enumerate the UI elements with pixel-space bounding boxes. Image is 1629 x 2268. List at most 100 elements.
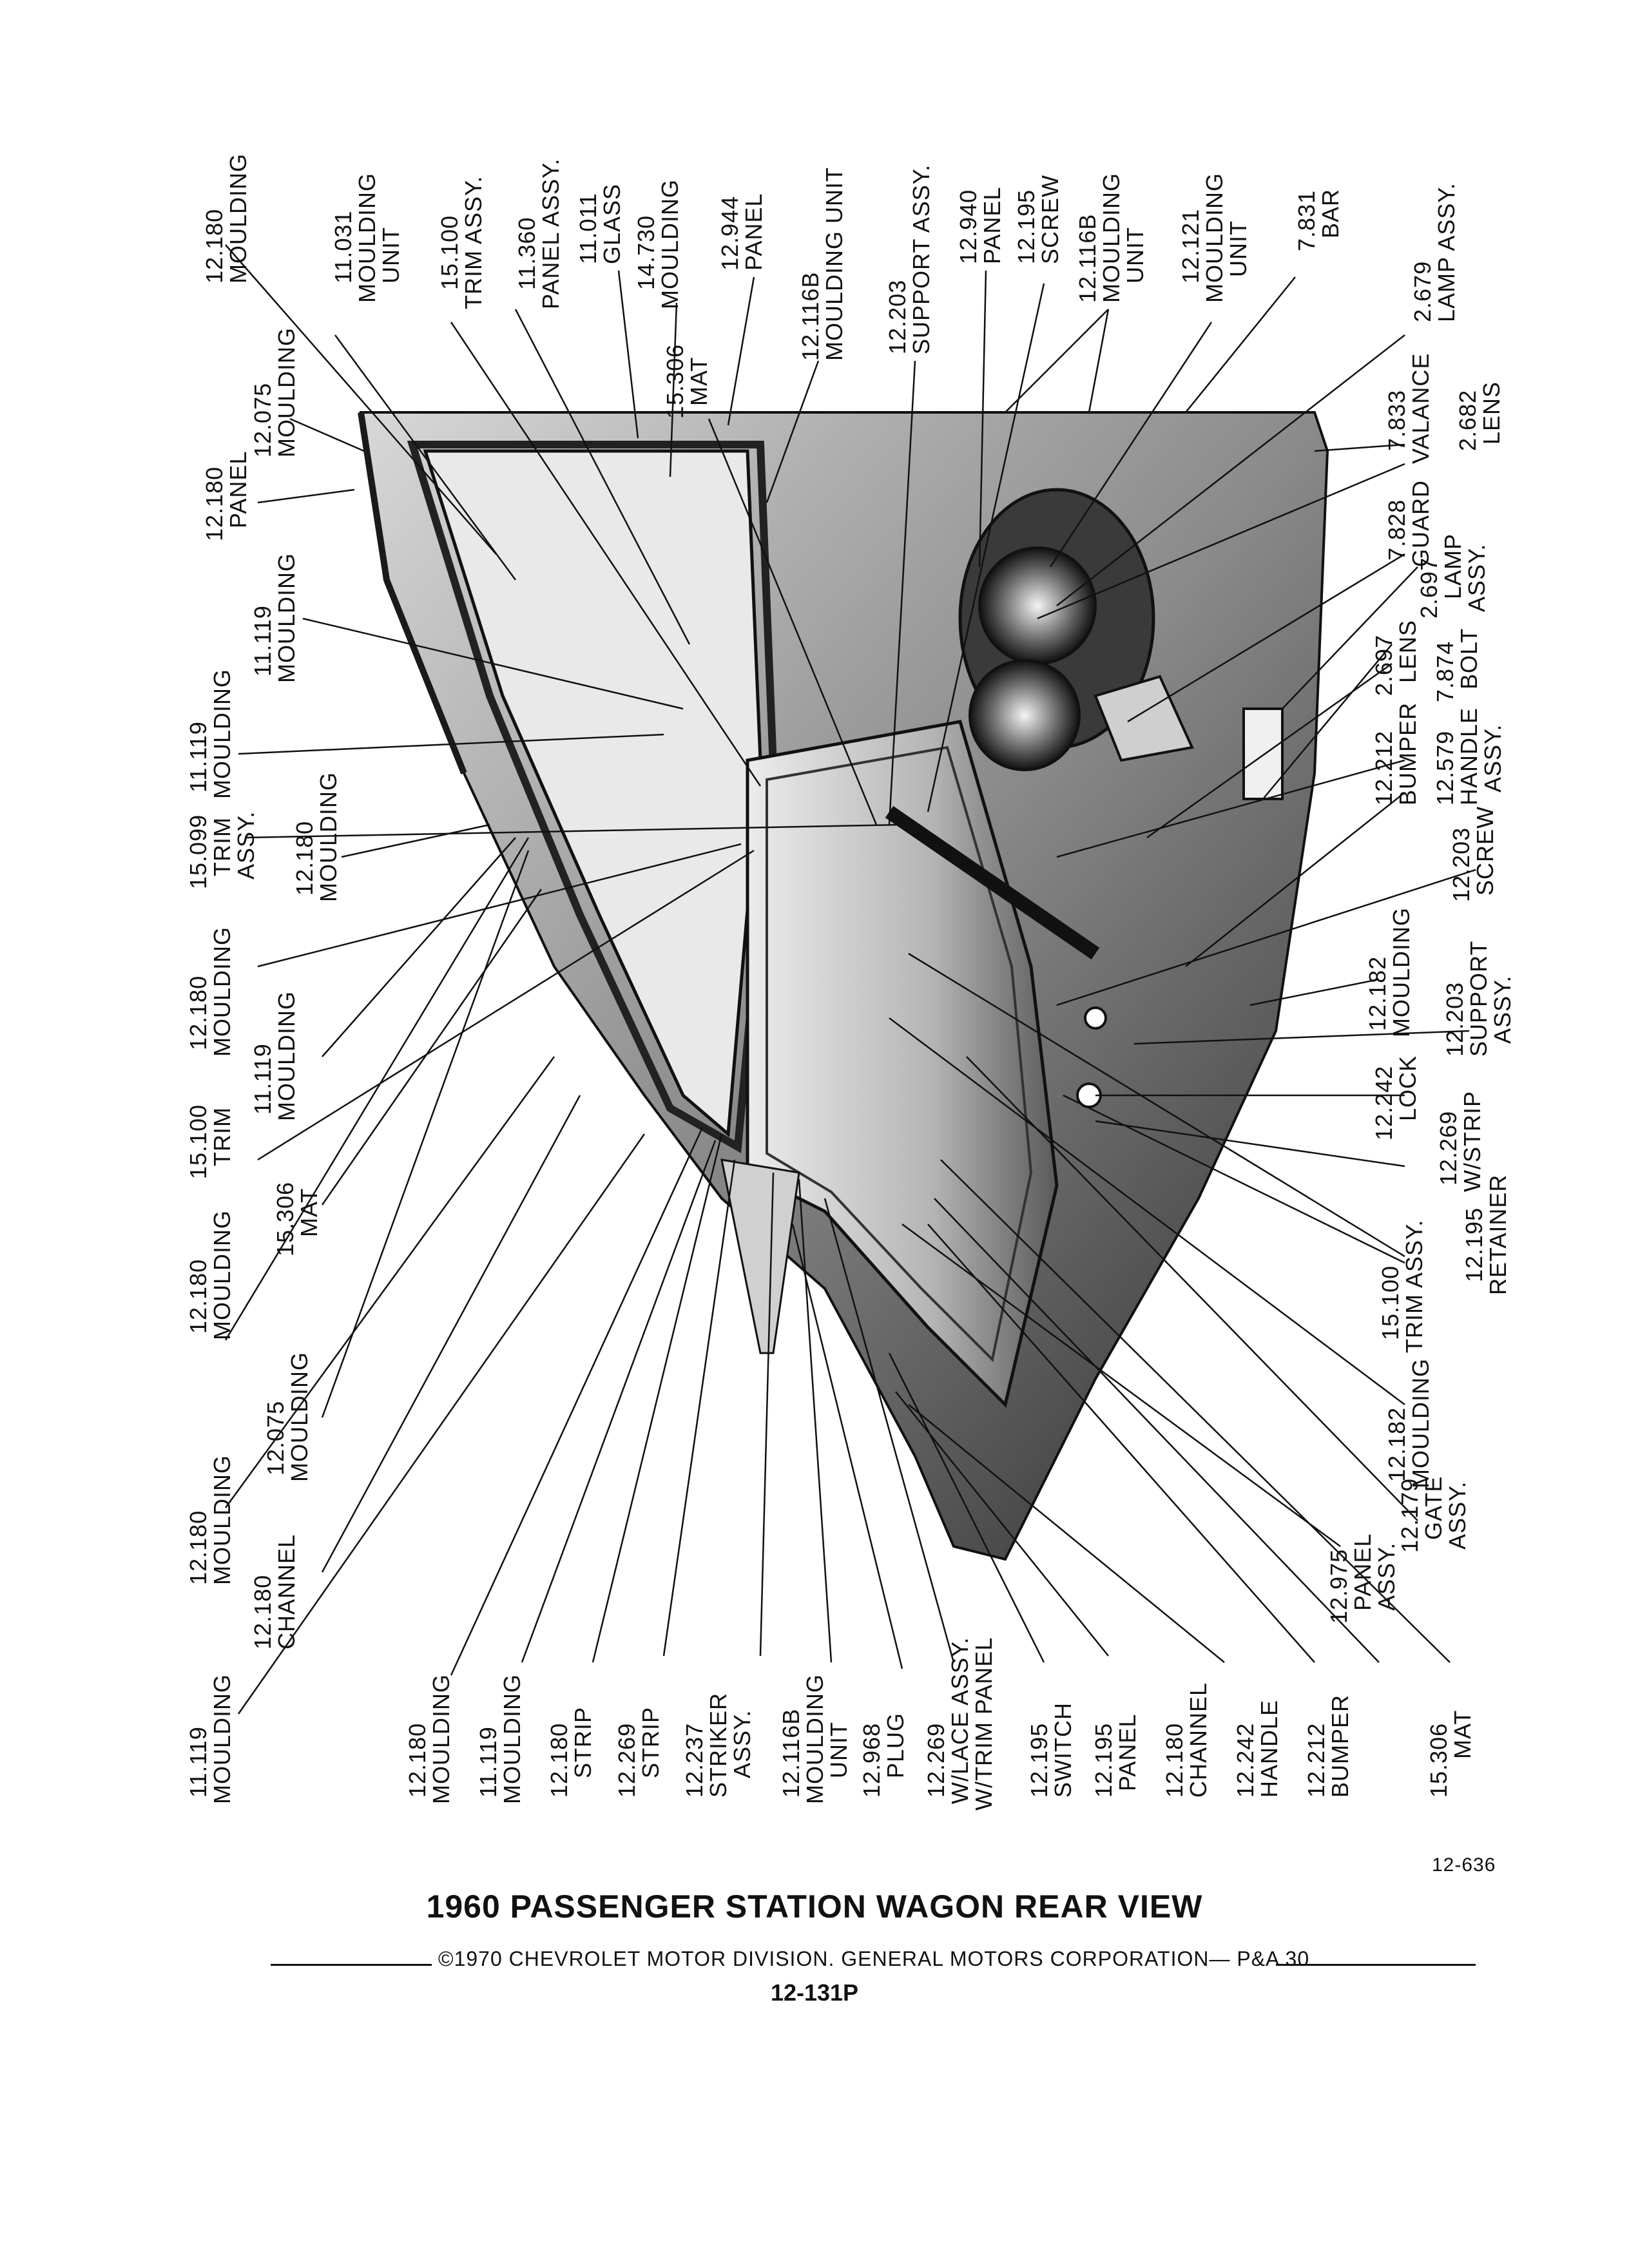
callout-c51-line1: 11.119 [475,1726,501,1798]
callout-c10-line2: SUPPORT ASSY. [908,164,934,354]
callout-c13-line3: UNIT [1122,227,1148,284]
callout-c20-line1: 2.682 [1454,390,1481,451]
callout-c2-line1: 11.031 [330,211,356,284]
callout-c32-line2: MOULDING [209,927,235,1057]
callout-c16-line1: 2.679 [1409,261,1436,322]
callout-c4-line2: PANEL ASSY. [537,159,564,309]
callout-c24-line1: 2.697 [1371,635,1397,696]
callout-c23-line2: LAMP [1440,533,1466,599]
callout-c27-line2: TRIM [209,817,235,876]
callout-c61-line1: 12.242 [1232,1723,1258,1798]
callout-c52-line1: 12.180 [546,1723,572,1798]
callout-c3-line2: TRIM ASSY. [460,176,487,309]
roof-edge [358,412,467,774]
latch-bolt [1084,1006,1107,1030]
callout-c17-line2: MOULDING [273,327,300,457]
copyright-line: ©1970 CHEVROLET MOTOR DIVISION. GENERAL … [271,1947,1508,1973]
callout-c55-line3: UNIT [825,1722,852,1778]
tail-lamp-lens-lower [969,659,1081,771]
callout-c31-line1: 12.203 [1448,827,1474,902]
callout-c21-line1: 7.828 [1383,499,1410,561]
callout-c22-line1: 11.119 [249,605,276,677]
callout-c18-line1: 12.180 [201,466,227,541]
callout-c13-line2: MOULDING [1098,173,1124,303]
callout-c48-line3: ASSY. [1373,1542,1400,1611]
callout-c35-line1: 12.203 [1441,982,1468,1057]
callout-c52-line2: STRIP [570,1707,596,1778]
callout-c63-line1: 15.306 [1425,1723,1452,1798]
callout-c51-line2: MOULDING [499,1674,525,1804]
callout-c30-line2: HANDLE [1456,707,1482,805]
callout-c41-line2: TRIM ASSY. [1401,1220,1427,1353]
callout-c29-line1: 12.212 [1371,731,1397,805]
callout-c49-line1: 11.119 [185,1726,211,1798]
callout-c46-line2: CHANNEL [273,1534,300,1649]
callout-c59-line2: PANEL [1114,1714,1141,1791]
window-frame-moulding [407,441,778,1153]
callout-c41-line1: 15.100 [1377,1265,1403,1340]
reference-code: 12-636 [1432,1854,1496,1876]
callout-c54-line2: STRIKER [705,1693,731,1798]
callout-c63-line2: MAT [1449,1710,1476,1759]
callout-c58-line2: SWITCH [1050,1702,1076,1798]
callout-c36-line1: 15.100 [185,1104,211,1179]
callout-c1-line2: MOULDING [225,153,251,284]
callout-c15-line2: BAR [1317,189,1344,238]
callout-c8-line2: PANEL [740,193,767,271]
callout-c3-line1: 15.100 [436,215,463,290]
side-lamp [1242,707,1284,800]
callout-c13-line1: 12.116B [1074,214,1101,303]
callout-c35-line3: ASSY. [1489,975,1516,1044]
callout-c1-line1: 12.180 [201,209,227,284]
callout-c55-line2: MOULDING [802,1674,828,1804]
callout-c27-line1: 15.099 [185,814,211,889]
callout-c2-line2: MOULDING [354,173,380,303]
callout-c19-line1: 7.833 [1383,390,1410,451]
callout-c56-line1: 12.968 [858,1723,885,1798]
callout-c7-line1: 15.306 [662,344,688,419]
callout-c44-line2: MOULDING [209,1455,235,1585]
callout-c6-line1: 14.730 [633,215,659,290]
callout-c34-line1: 12.182 [1364,956,1391,1031]
callout-c38-line2: W/STRIP [1459,1091,1485,1192]
callout-c28-line1: 12.180 [291,821,318,896]
callout-c22-line2: MOULDING [273,553,300,683]
callout-c10-line1: 12.203 [884,280,911,354]
callout-c48-line2: PANEL [1349,1533,1376,1611]
callout-c38-line1: 12.269 [1435,1111,1461,1186]
tail-lamp-housing [958,488,1155,771]
callout-c33-line1: 11.119 [249,1043,276,1115]
callout-c31-line2: SCREW [1472,806,1498,896]
callout-c32-line1: 12.180 [185,975,211,1050]
callout-c19-line2: VALANCE [1407,353,1434,464]
callout-c53-line1: 12.269 [613,1723,640,1798]
callout-c16-line2: LAMP ASSY. [1433,182,1460,322]
callout-c26-line2: MOULDING [209,669,235,799]
callout-c43-line1: 12.075 [262,1401,289,1475]
callout-c46-line1: 12.180 [249,1575,276,1649]
leader-lines [224,244,1476,1715]
callout-c39-line2: MAT [296,1188,322,1237]
callout-c49-line2: MOULDING [209,1674,235,1804]
callout-c14-line1: 12.121 [1177,209,1204,284]
callout-c62-line1: 12.212 [1303,1723,1329,1798]
callout-c37-line2: LOCK [1394,1055,1421,1121]
callout-c48-line1: 12.975 [1325,1549,1352,1624]
callout-c5-line1: 11.011 [575,193,601,264]
callout-c30-line1: 12.579 [1432,731,1458,805]
callout-c43-line2: MOULDING [286,1352,313,1482]
callout-c58-line1: 12.195 [1026,1723,1052,1798]
callout-c60-line2: CHANNEL [1185,1682,1211,1798]
callout-c45-line1: 12.182 [1383,1407,1410,1482]
copyright-text: ©1970 CHEVROLET MOTOR DIVISION. GENERAL … [438,1947,1310,1970]
callout-c33-line2: MOULDING [273,991,300,1121]
rear-window-opening [423,449,762,1138]
callout-c47-line3: ASSY. [1444,1481,1470,1550]
callout-c4-line1: 11.360 [514,217,540,290]
callout-c44-line1: 12.180 [185,1510,211,1585]
callout-c8-line1: 12.944 [717,196,743,271]
gate-support-arm [885,805,1100,960]
callout-c12-line2: SCREW [1037,175,1063,264]
callout-c61-line2: HANDLE [1256,1700,1282,1798]
